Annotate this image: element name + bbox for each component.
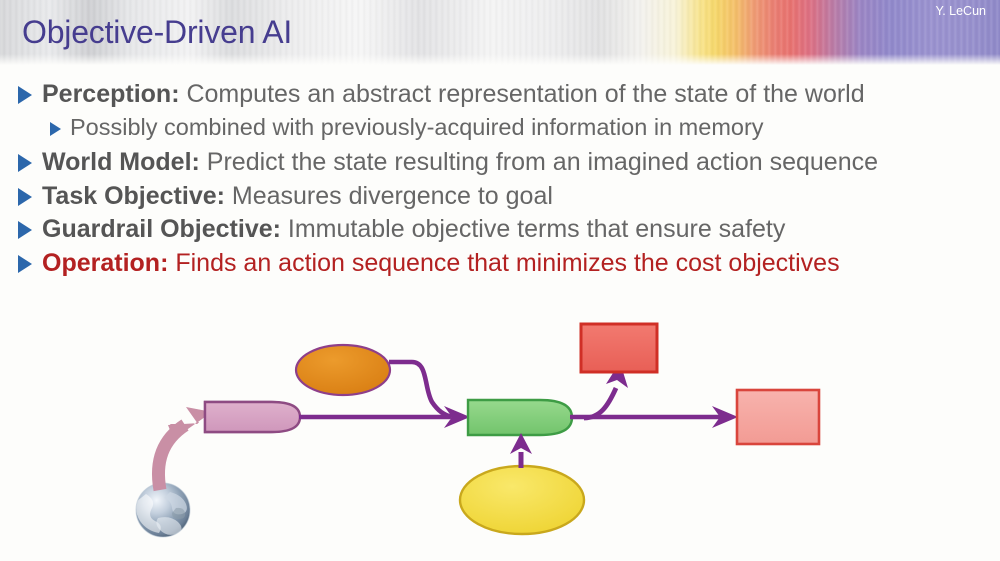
- edge-world-model-to-guardrail-objective: [583, 362, 628, 421]
- bullet-text: Guardrail Objective: Immutable objective…: [42, 215, 785, 245]
- list-item: Perception: Computes an abstract represe…: [0, 80, 1000, 110]
- node-perception[interactable]: [203, 400, 302, 434]
- architecture-diagram: Perception memory World Model Action Seq…: [0, 312, 1000, 561]
- list-item: Task Objective: Measures divergence to g…: [0, 182, 1000, 212]
- bullet-label: World Model:: [42, 148, 200, 177]
- bullet-label: Perception:: [42, 80, 180, 108]
- bullet-text: Operation: Finds an action sequence that…: [42, 249, 840, 279]
- bullet-body: Immutable objective terms that ensure sa…: [280, 215, 786, 244]
- bullet-text: World Model: Predict the state resulting…: [42, 148, 878, 178]
- triangle-right-icon: [18, 254, 32, 273]
- list-item: World Model: Predict the state resulting…: [0, 148, 1000, 178]
- triangle-right-icon: [18, 221, 32, 240]
- bullet-label: Operation:: [42, 248, 169, 277]
- header-banner: [0, 0, 1000, 66]
- list-item: Operation: Finds an action sequence that…: [0, 249, 1000, 279]
- node-world-model[interactable]: [466, 398, 574, 437]
- earth-globe-image: [135, 482, 191, 538]
- node-task-objective[interactable]: [735, 388, 821, 446]
- bullet-text: Task Objective: Measures divergence to g…: [42, 182, 553, 212]
- bullet-body: Predict the state resulting from an imag…: [199, 148, 879, 177]
- triangle-right-icon: [50, 121, 61, 136]
- author-label: Y. LeCun: [935, 4, 986, 18]
- bullet-body: Finds an action sequence that minimizes …: [168, 248, 840, 277]
- edge-perception-to-world-model: [299, 406, 470, 428]
- banner-bottom-fade: [0, 54, 1000, 66]
- node-guardrail-objective[interactable]: [579, 322, 659, 374]
- edge-action-to-world-model: [510, 433, 532, 468]
- bullet-text: Possibly combined with previously-acquir…: [70, 114, 764, 142]
- bullet-text: Perception: Computes an abstract represe…: [42, 80, 865, 110]
- bullet-label: Guardrail Objective:: [42, 215, 281, 244]
- triangle-right-icon: [18, 187, 32, 206]
- bullet-label: Task Objective:: [42, 181, 225, 210]
- node-action-sequence[interactable]: [458, 464, 586, 536]
- list-item: Possibly combined with previously-acquir…: [0, 114, 1000, 142]
- edge-earth-to-perception: [151, 407, 212, 492]
- bullet-list: Perception: Computes an abstract represe…: [0, 80, 1000, 282]
- node-memory[interactable]: [294, 343, 392, 397]
- edge-memory-to-world-model: [389, 359, 453, 420]
- bullet-body: Computes an abstract representation of t…: [179, 80, 865, 108]
- list-item: Guardrail Objective: Immutable objective…: [0, 215, 1000, 245]
- bullet-body: Possibly combined with previously-acquir…: [70, 113, 764, 140]
- bullet-body: Measures divergence to goal: [224, 181, 553, 210]
- page-title: Objective-Driven AI: [22, 14, 293, 50]
- triangle-right-icon: [18, 86, 32, 104]
- triangle-right-icon: [18, 154, 32, 173]
